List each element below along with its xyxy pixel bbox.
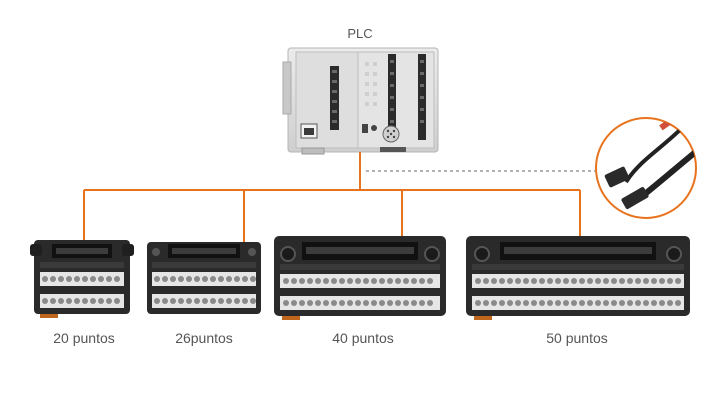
terminal-block-40 [274, 236, 446, 320]
cable-icon [604, 119, 696, 209]
cable-callout [595, 117, 697, 219]
terminal-block-20 [30, 240, 134, 318]
terminal-block-26 [147, 242, 261, 314]
plc-device [282, 47, 439, 155]
terminal-block-label-20: 20 puntos [53, 330, 115, 346]
terminal-block-50 [466, 236, 690, 320]
usb-port-icon [362, 124, 368, 133]
terminal-block-label-40: 40 puntos [332, 330, 394, 346]
plc-label: PLC [347, 26, 372, 41]
terminal-block-label-50: 50 puntos [546, 330, 608, 346]
plc-terminal-strip [330, 66, 339, 130]
connection-lines [83, 152, 581, 244]
terminal-block-label-26: 26puntos [175, 330, 233, 346]
